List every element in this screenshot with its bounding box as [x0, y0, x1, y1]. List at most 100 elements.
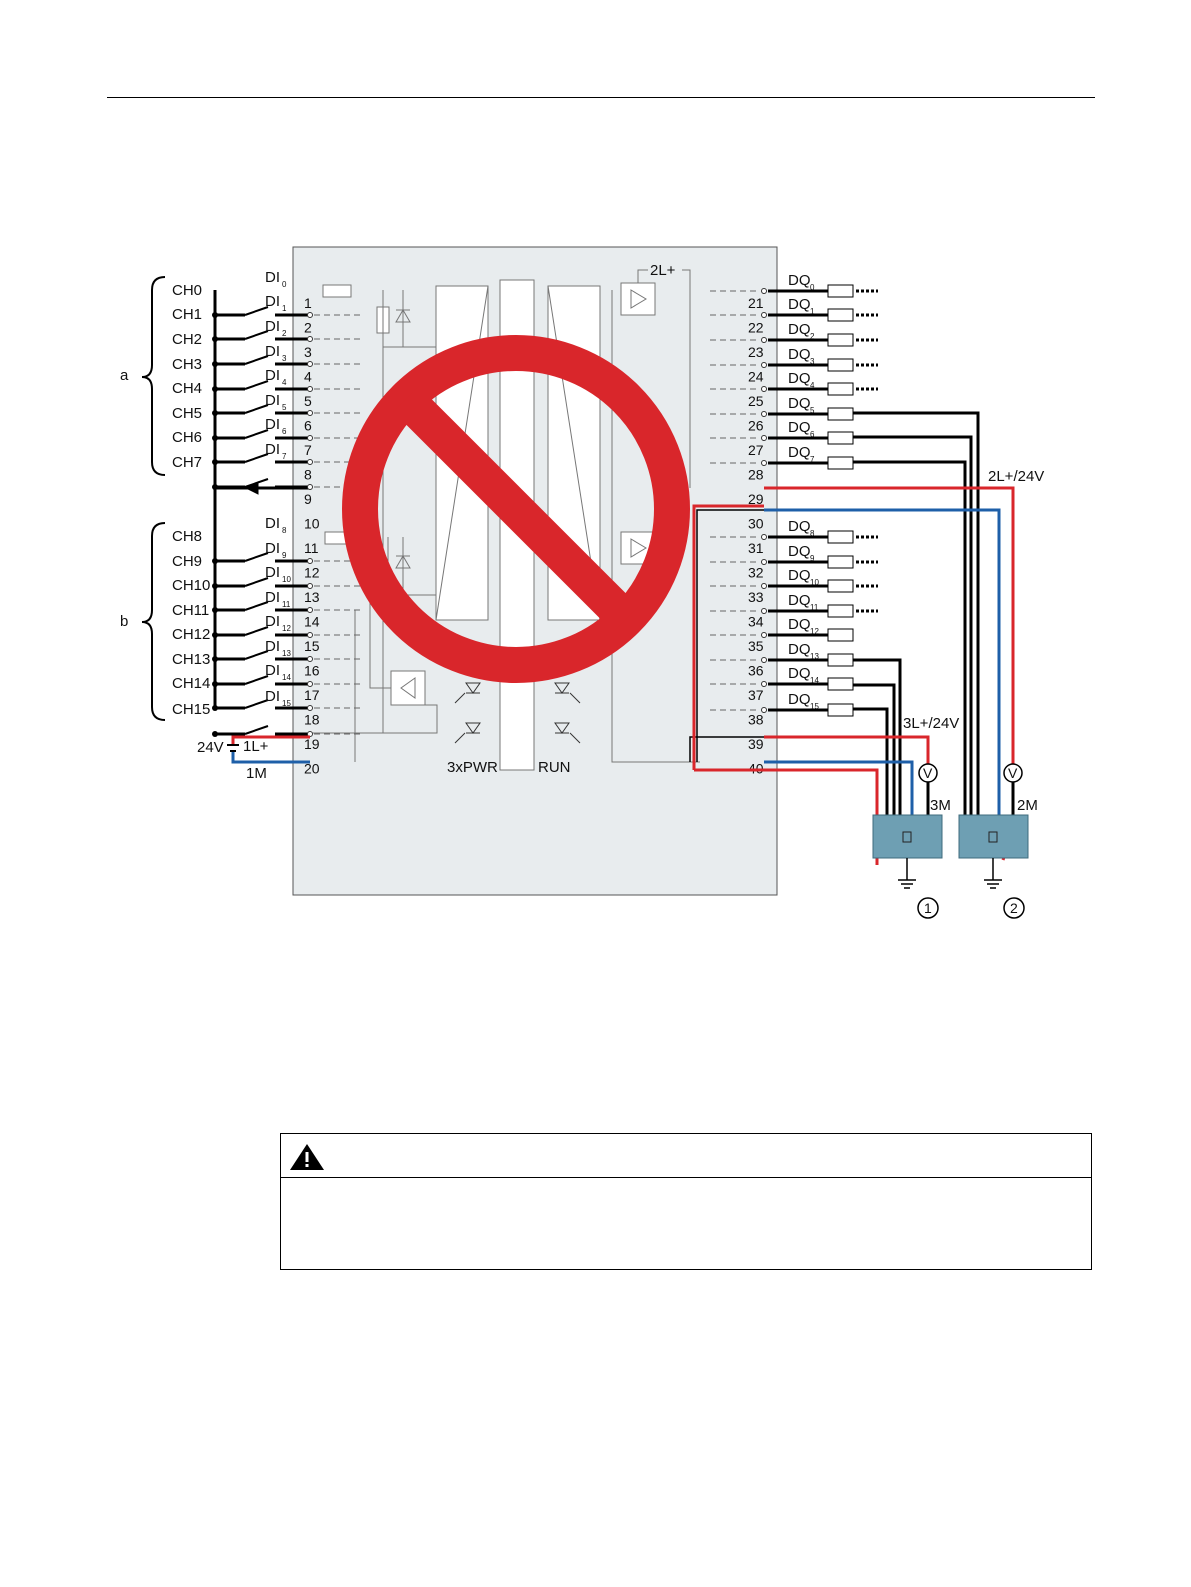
supply-wiring	[227, 735, 310, 764]
di-label: DI	[265, 540, 280, 557]
voltmeter-icon: V	[918, 763, 938, 783]
di-sub: 0	[282, 280, 287, 289]
terminal-number: 34	[748, 614, 764, 630]
dq-label: DQ	[788, 567, 811, 584]
3m-label: 3M	[930, 797, 951, 814]
dq-label: DQ	[788, 616, 811, 633]
di-label: DI	[265, 441, 280, 458]
2l-24v-label: 2L+/24V	[988, 468, 1044, 485]
group-a-label: a	[120, 367, 129, 384]
terminal-number: 37	[748, 687, 764, 703]
ground-icon	[984, 858, 1002, 889]
terminal-number: 35	[748, 638, 764, 654]
terminal-number: 4	[304, 369, 312, 385]
terminal-number: 28	[748, 467, 764, 483]
terminal-number: 21	[748, 295, 764, 311]
di-sub: 7	[282, 452, 287, 461]
di-sub: 8	[282, 526, 287, 535]
channel-label: CH10	[172, 577, 210, 594]
di-label: DI	[265, 688, 280, 705]
terminal-number: 13	[304, 589, 320, 605]
terminal-number: 8	[304, 467, 312, 483]
channel-label: CH7	[172, 454, 202, 471]
dq-label: DQ	[788, 691, 811, 708]
svg-text:2: 2	[1010, 900, 1018, 916]
dq-label: DQ	[788, 592, 811, 609]
di-label: DI	[265, 392, 280, 409]
terminal-number: 31	[748, 540, 764, 556]
dq-sub: 5	[810, 406, 815, 415]
dq-sub: 7	[810, 455, 815, 464]
callout-2: 2	[1003, 897, 1025, 919]
warning-triangle-icon	[290, 1144, 324, 1170]
callout-1: 1	[917, 897, 939, 919]
terminal-number: 32	[748, 565, 764, 581]
svg-text:1: 1	[924, 900, 932, 916]
di-label: DI	[265, 318, 280, 335]
terminal-number: 24	[748, 369, 764, 385]
terminal-number: 17	[304, 687, 320, 703]
terminal-number: 38	[748, 712, 764, 728]
di-sub: 4	[282, 378, 287, 387]
terminal-number: 6	[304, 418, 312, 434]
dq-sub: 13	[810, 652, 819, 661]
voltmeter-icon: V	[1003, 763, 1023, 783]
terminal-number: 39	[748, 736, 764, 752]
warning-header	[281, 1134, 1091, 1178]
dq-label: DQ	[788, 395, 811, 412]
terminal-number: 33	[748, 589, 764, 605]
di-sub: 2	[282, 329, 287, 338]
led-run-label: RUN	[538, 759, 571, 776]
di-sub: 1	[282, 304, 287, 313]
di-label: DI	[265, 343, 280, 360]
channel-label: CH5	[172, 405, 202, 422]
dq-label: DQ	[788, 296, 811, 313]
terminal-number: 15	[304, 638, 320, 654]
dq-sub: 10	[810, 578, 819, 587]
terminal-number: 22	[748, 320, 764, 336]
dq-label: DQ	[788, 321, 811, 338]
ground-icon	[898, 858, 916, 889]
dq-sub: 12	[810, 627, 819, 636]
terminal-number: 20	[304, 761, 320, 777]
di-sub: 5	[282, 403, 287, 412]
channel-label: CH1	[172, 306, 202, 323]
dq-label: DQ	[788, 419, 811, 436]
di-sub: 14	[282, 673, 291, 682]
dq-sub: 11	[810, 603, 819, 612]
actuator-1	[872, 814, 943, 859]
svg-text:V: V	[923, 765, 933, 781]
actuator-2	[958, 814, 1029, 859]
di-sub: 13	[282, 649, 291, 658]
dq-sub: 0	[810, 283, 815, 292]
channel-label: CH14	[172, 675, 210, 692]
dq-label: DQ	[788, 518, 811, 535]
svg-text:V: V	[1008, 765, 1018, 781]
3l-24v-label: 3L+/24V	[903, 715, 959, 732]
dq-sub: 1	[810, 307, 815, 316]
supply-24v-label: 24V	[197, 739, 224, 756]
led-pwr-label: 3xPWR	[447, 759, 498, 776]
di-sub: 3	[282, 354, 287, 363]
supply-1l-label: 1L+	[243, 738, 269, 755]
terminal-number: 19	[304, 736, 320, 752]
terminal-number: 36	[748, 663, 764, 679]
di-sub: 9	[282, 551, 287, 560]
channel-label: CH15	[172, 701, 210, 718]
